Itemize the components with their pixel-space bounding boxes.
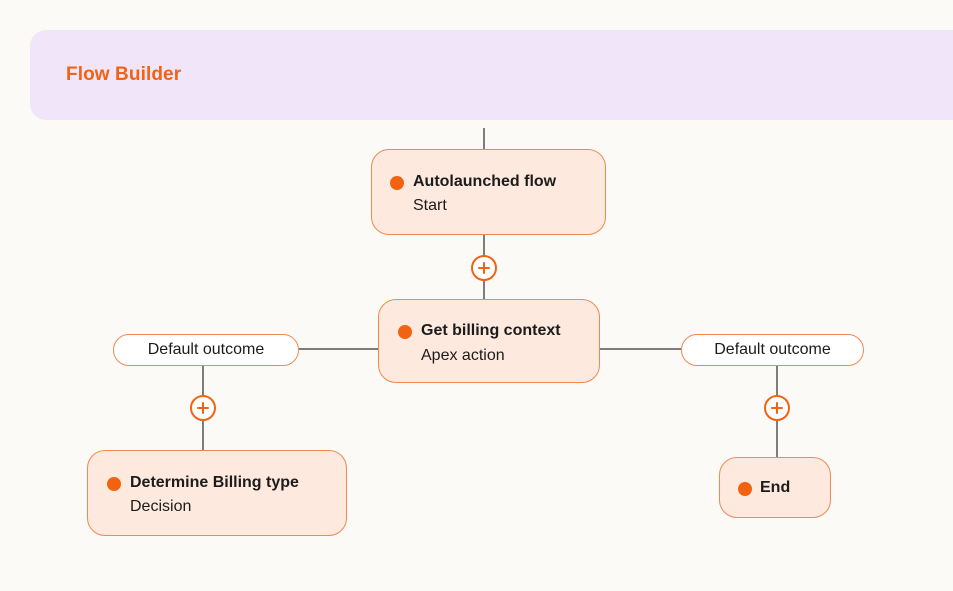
connector-action-right-branch (598, 348, 682, 350)
flow-builder-header: Flow Builder (30, 30, 953, 120)
status-dot-icon (398, 325, 412, 339)
connector-action-left-branch (298, 348, 380, 350)
status-dot-icon (390, 176, 404, 190)
add-element-icon[interactable] (764, 395, 790, 421)
decision-node[interactable]: Determine Billing type Decision (87, 450, 347, 536)
default-outcome-label-right[interactable]: Default outcome (681, 334, 864, 366)
connector-start-to-add (483, 234, 485, 256)
status-dot-icon (738, 482, 752, 496)
connector-left-add-to-decision (202, 420, 204, 451)
connector-top-entry (483, 128, 485, 150)
default-outcome-label-left[interactable]: Default outcome (113, 334, 299, 366)
start-node-subtitle: Start (413, 197, 447, 214)
decision-node-subtitle: Decision (130, 498, 192, 515)
connector-add-to-action (483, 280, 485, 300)
connector-left-outcome-to-add (202, 365, 204, 396)
add-element-icon[interactable] (471, 255, 497, 281)
action-node-title: Get billing context (421, 322, 561, 339)
action-node[interactable]: Get billing context Apex action (378, 299, 600, 383)
connector-right-add-to-end (776, 420, 778, 478)
action-node-subtitle: Apex action (421, 347, 505, 364)
page-title: Flow Builder (66, 64, 182, 85)
add-element-icon[interactable] (190, 395, 216, 421)
end-node[interactable]: End (719, 457, 831, 518)
status-dot-icon (107, 477, 121, 491)
decision-node-title: Determine Billing type (130, 474, 299, 491)
start-node[interactable]: Autolaunched flow Start (371, 149, 606, 235)
start-node-title: Autolaunched flow (413, 173, 557, 190)
connector-right-outcome-to-add (776, 365, 778, 396)
end-node-title: End (760, 479, 791, 496)
